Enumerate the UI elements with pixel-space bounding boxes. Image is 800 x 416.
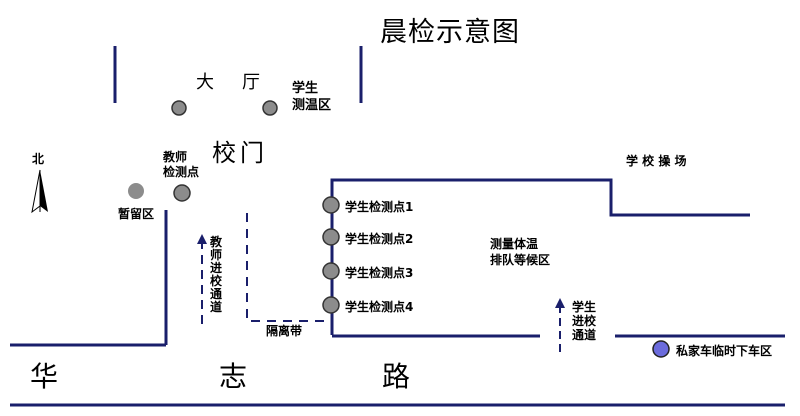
student-check-marker-4 [322, 296, 340, 314]
north-arrow-icon [31, 169, 48, 214]
diagram-title: 晨检示意图 [380, 17, 520, 48]
teacher-lane-arrowhead [197, 234, 207, 244]
student-lane-arrowhead [555, 298, 565, 308]
student-check-marker-3 [322, 262, 340, 280]
north-label: 北 [32, 152, 45, 166]
student-temp-zone-label: 学生 测温区 [292, 81, 332, 113]
student-check-point-4-label: 学生检测点4 [345, 300, 414, 314]
road-char-1: 华 [30, 360, 59, 393]
teacher-check-marker [173, 184, 191, 202]
teacher-entry-lane-label: 教师进校通道 [210, 235, 223, 314]
student-check-point-2-label: 学生检测点2 [345, 232, 414, 246]
school-gate-label: 校门 [212, 139, 268, 167]
student-temp-marker-2 [262, 100, 278, 116]
holding-area-marker [128, 183, 144, 199]
queue-area-label: 测量体温 排队等候区 [490, 237, 551, 267]
student-entry-lane-label: 学生 进校 通道 [572, 300, 597, 342]
hall-label: 大厅 [196, 72, 288, 93]
teacher-check-point-label: 教师 检测点 [163, 150, 200, 179]
isolation-strip-label: 隔离带 [266, 324, 303, 338]
isolation-strip-line [246, 213, 330, 322]
playground-label: 学 校 操 场 [626, 154, 687, 168]
student-check-marker-1 [322, 196, 340, 214]
student-temp-marker-1 [171, 100, 187, 116]
car-dropoff-label: 私家车临时下车区 [676, 344, 773, 358]
road-char-2: 志 [219, 360, 248, 393]
car-dropoff-marker [652, 340, 670, 358]
road-char-3: 路 [382, 360, 411, 393]
student-check-point-3-label: 学生检测点3 [345, 266, 414, 280]
student-check-marker-2 [322, 228, 340, 246]
student-check-point-1-label: 学生检测点1 [345, 200, 414, 214]
holding-area-label: 暂留区 [118, 207, 155, 221]
